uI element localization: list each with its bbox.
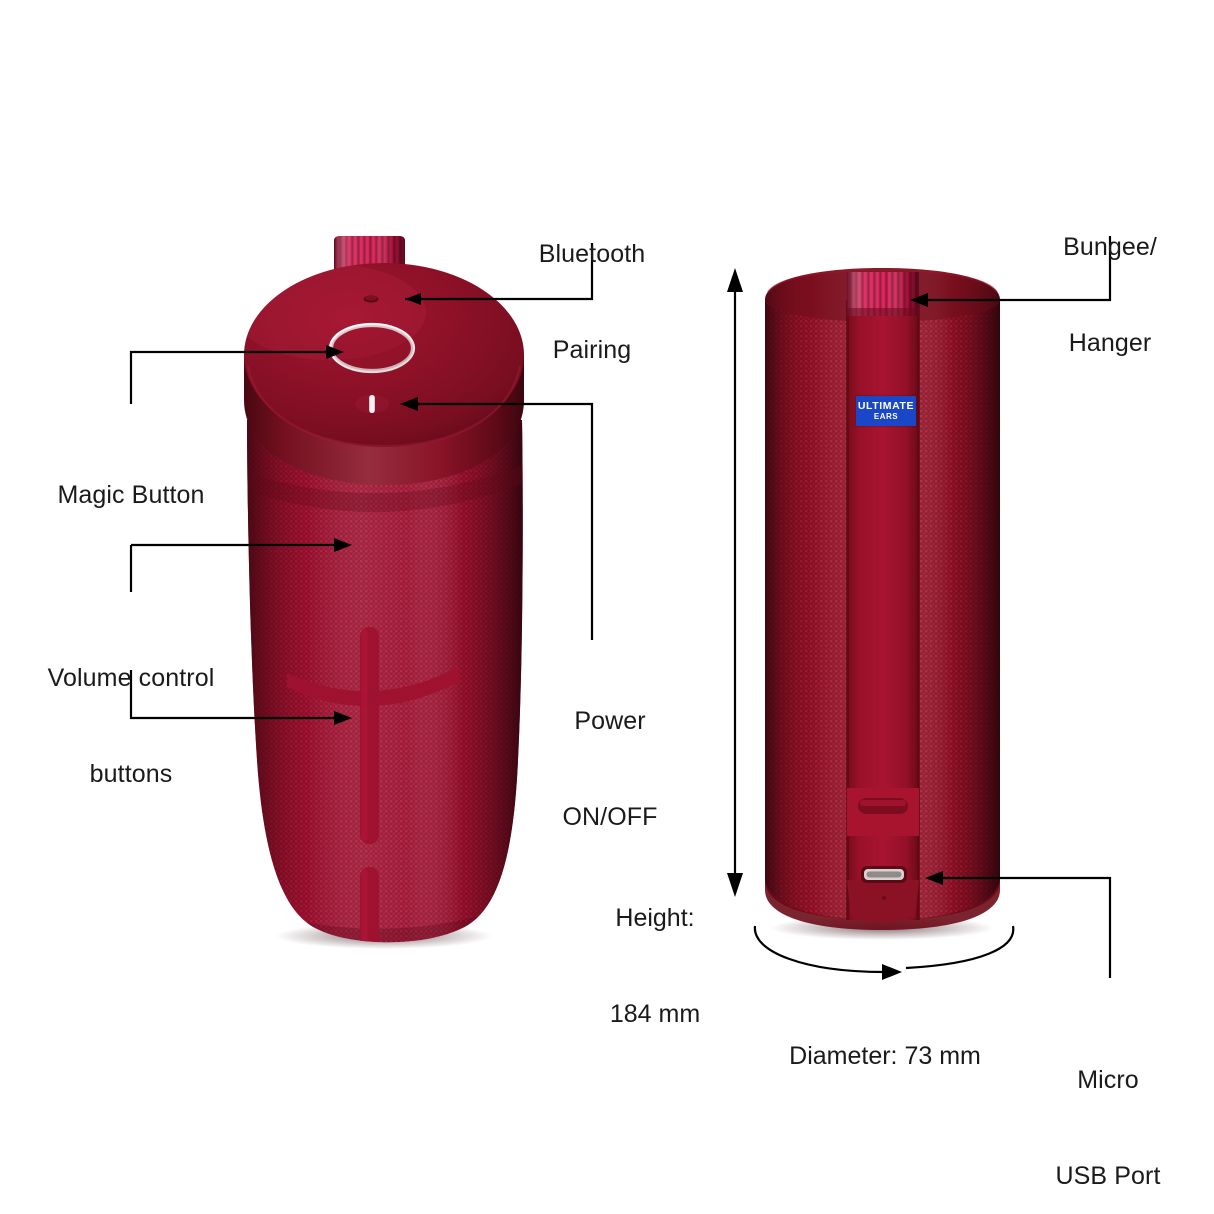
leader-usb bbox=[943, 876, 1112, 978]
callout-line-2: Pairing bbox=[552, 336, 632, 364]
bluetooth-pairing-button bbox=[363, 295, 379, 303]
leader-magic-button bbox=[129, 350, 326, 404]
leader-power bbox=[418, 402, 594, 640]
rear-speaker-view bbox=[765, 268, 1000, 940]
dimension-line-1: Height: bbox=[615, 904, 695, 932]
height-arrow-top bbox=[727, 268, 743, 292]
leader-bluetooth-pairing bbox=[405, 243, 594, 301]
arrowhead-volume-minus bbox=[334, 711, 352, 725]
callout-line-2: ON/OFF bbox=[562, 803, 658, 831]
arrowhead-usb bbox=[925, 871, 943, 885]
rear-speaker-bottom-rim bbox=[765, 876, 1000, 930]
brand-badge-line-1: ULTIMATE bbox=[857, 399, 915, 412]
diameter-arc-right bbox=[905, 925, 1015, 970]
arrowhead-magic-button bbox=[326, 345, 344, 359]
volume-minus-button bbox=[360, 867, 379, 943]
diameter-arc-left bbox=[753, 925, 885, 974]
diameter-arrowhead bbox=[882, 964, 902, 980]
dimension-lines bbox=[727, 268, 1015, 980]
power-button bbox=[355, 395, 389, 413]
front-speaker-top-cap bbox=[244, 263, 524, 485]
callout-line-1: Power bbox=[574, 707, 646, 735]
dimension-line-1: Diameter: 73 mm bbox=[789, 1042, 981, 1070]
callout-leader-lines bbox=[129, 236, 1112, 978]
front-speaker-view bbox=[244, 236, 524, 949]
leader-volume-bottom bbox=[129, 670, 334, 720]
dimension-label-height: Height: 184 mm bbox=[590, 838, 720, 1094]
height-arrow-bottom bbox=[727, 873, 743, 897]
callout-line-2: buttons bbox=[89, 760, 173, 788]
bungee-slider bbox=[847, 788, 919, 836]
volume-plus-button bbox=[287, 627, 460, 844]
callout-label-magic-button: Magic Button bbox=[26, 415, 236, 575]
callout-line-2: Hanger bbox=[1068, 329, 1152, 357]
callout-label-volume-control-buttons: Volume control buttons bbox=[26, 598, 236, 854]
callout-line-2: USB Port bbox=[1055, 1162, 1161, 1190]
callout-line-1: Volume control bbox=[47, 664, 215, 692]
arrowhead-bluetooth-pairing bbox=[405, 293, 421, 305]
arrowhead-bungee bbox=[910, 293, 928, 307]
callout-label-micro-usb-port: Micro USB Port bbox=[1008, 1000, 1208, 1214]
bungee-strap bbox=[847, 272, 919, 316]
leader-bungee bbox=[928, 236, 1112, 302]
arrowhead-volume-plus bbox=[334, 538, 352, 552]
arrowhead-power bbox=[400, 397, 418, 411]
dimension-label-diameter: Diameter: 73 mm bbox=[765, 976, 1005, 1136]
callout-line-1: Bungee/ bbox=[1063, 233, 1157, 261]
usb-port bbox=[861, 866, 907, 900]
callout-label-bungee-hanger: Bungee/ Hanger bbox=[1005, 167, 1214, 423]
callout-label-bluetooth-pairing: Bluetooth Pairing bbox=[487, 174, 697, 430]
callout-line-1: Bluetooth bbox=[538, 240, 646, 268]
brand-badge: ULTIMATE EARS bbox=[856, 396, 916, 426]
magic-button-oval bbox=[328, 322, 416, 374]
callout-line-1: Micro bbox=[1077, 1066, 1139, 1094]
dimension-line-2: 184 mm bbox=[609, 1000, 701, 1028]
brand-badge-line-2: EARS bbox=[873, 411, 899, 421]
callout-line-1: Magic Button bbox=[57, 481, 205, 509]
callout-label-power-on-off: Power ON/OFF bbox=[505, 641, 715, 897]
front-speaker-body bbox=[247, 420, 523, 943]
